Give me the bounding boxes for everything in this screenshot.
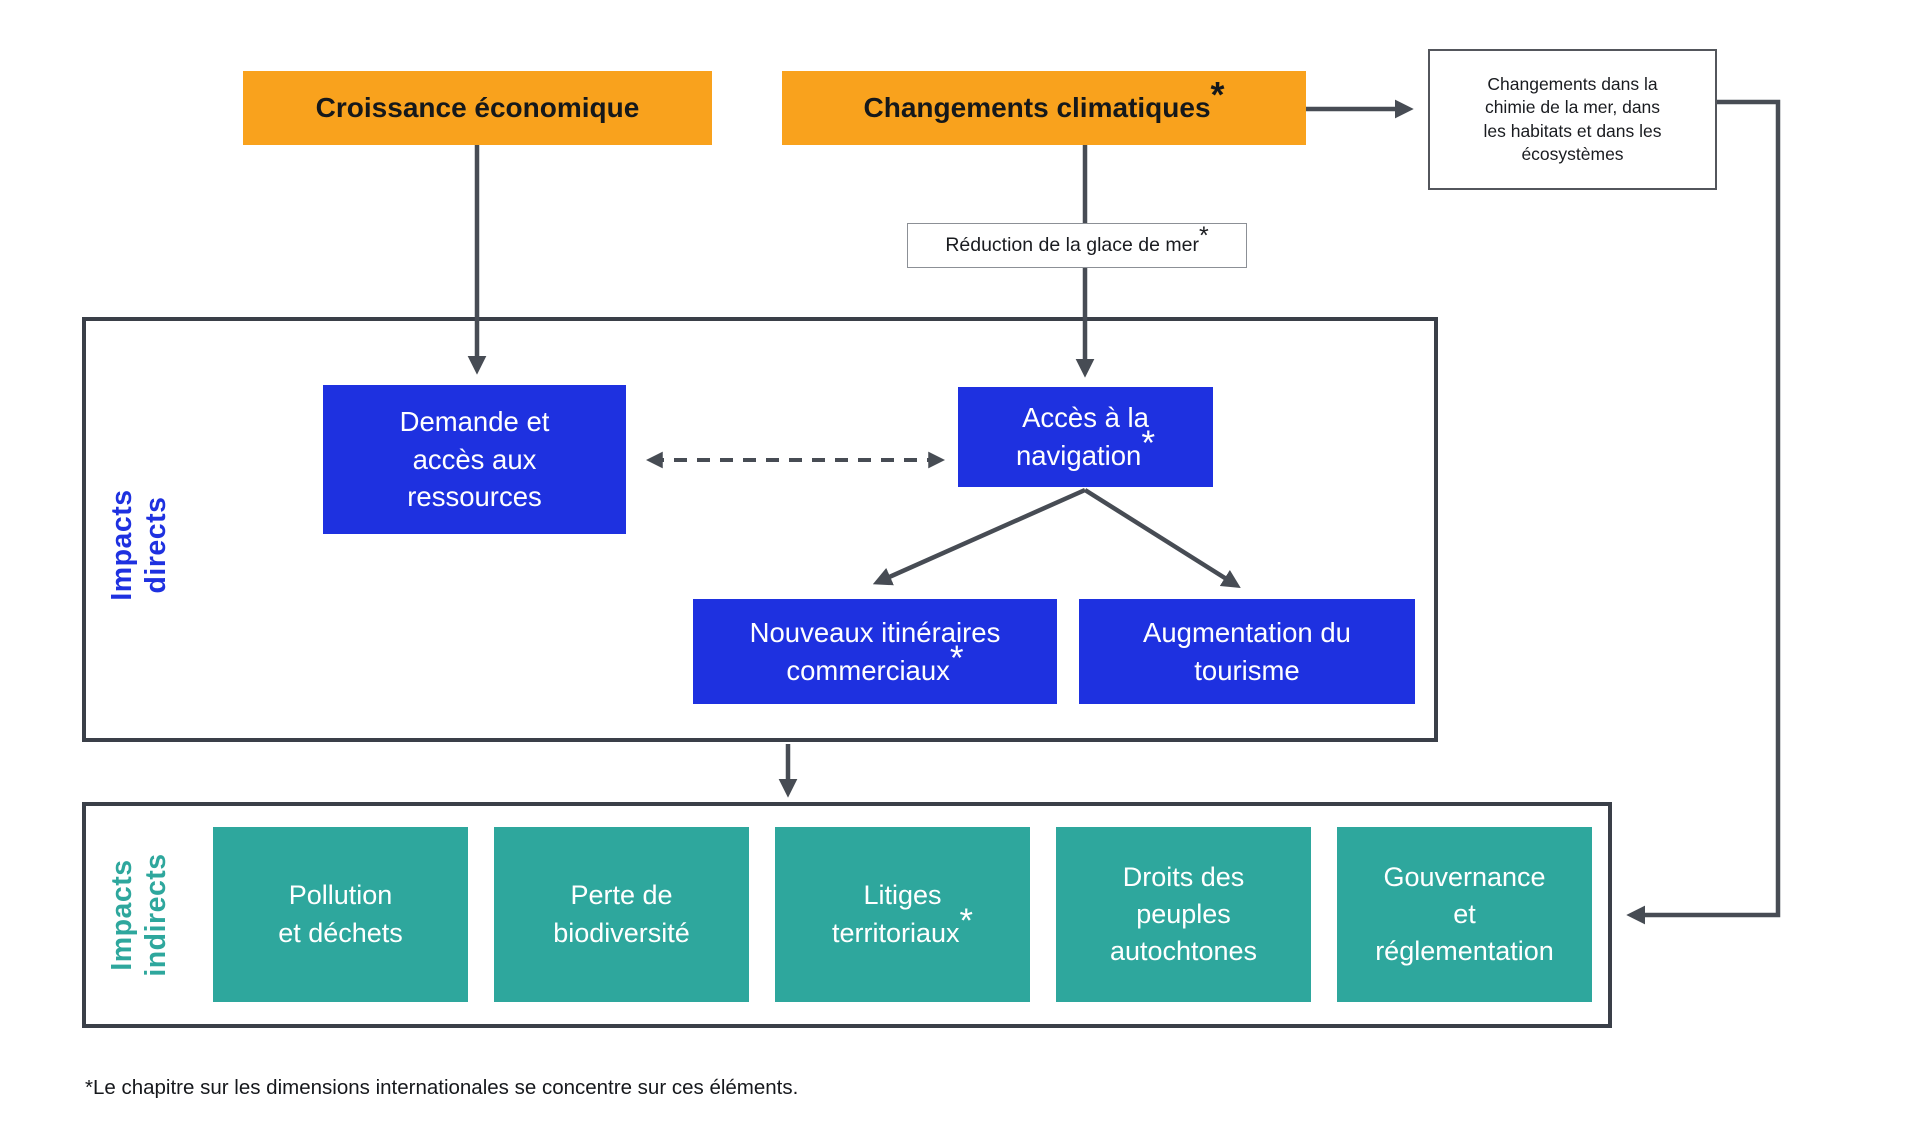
sea-ice-reduction-box: Réduction de la glace de mer* (907, 223, 1247, 268)
economic-growth-box: Croissance économique (243, 71, 712, 145)
climate-change-box: Changements climatiques* (782, 71, 1306, 145)
arrow-navigation-to-tourism (1083, 488, 1241, 589)
arrow-chemistry-to-indirect (1626, 99, 1781, 925)
arrow-navigation-to-routes (872, 487, 1086, 586)
footnote: *Le chapitre sur les dimensions internat… (85, 1076, 799, 1099)
